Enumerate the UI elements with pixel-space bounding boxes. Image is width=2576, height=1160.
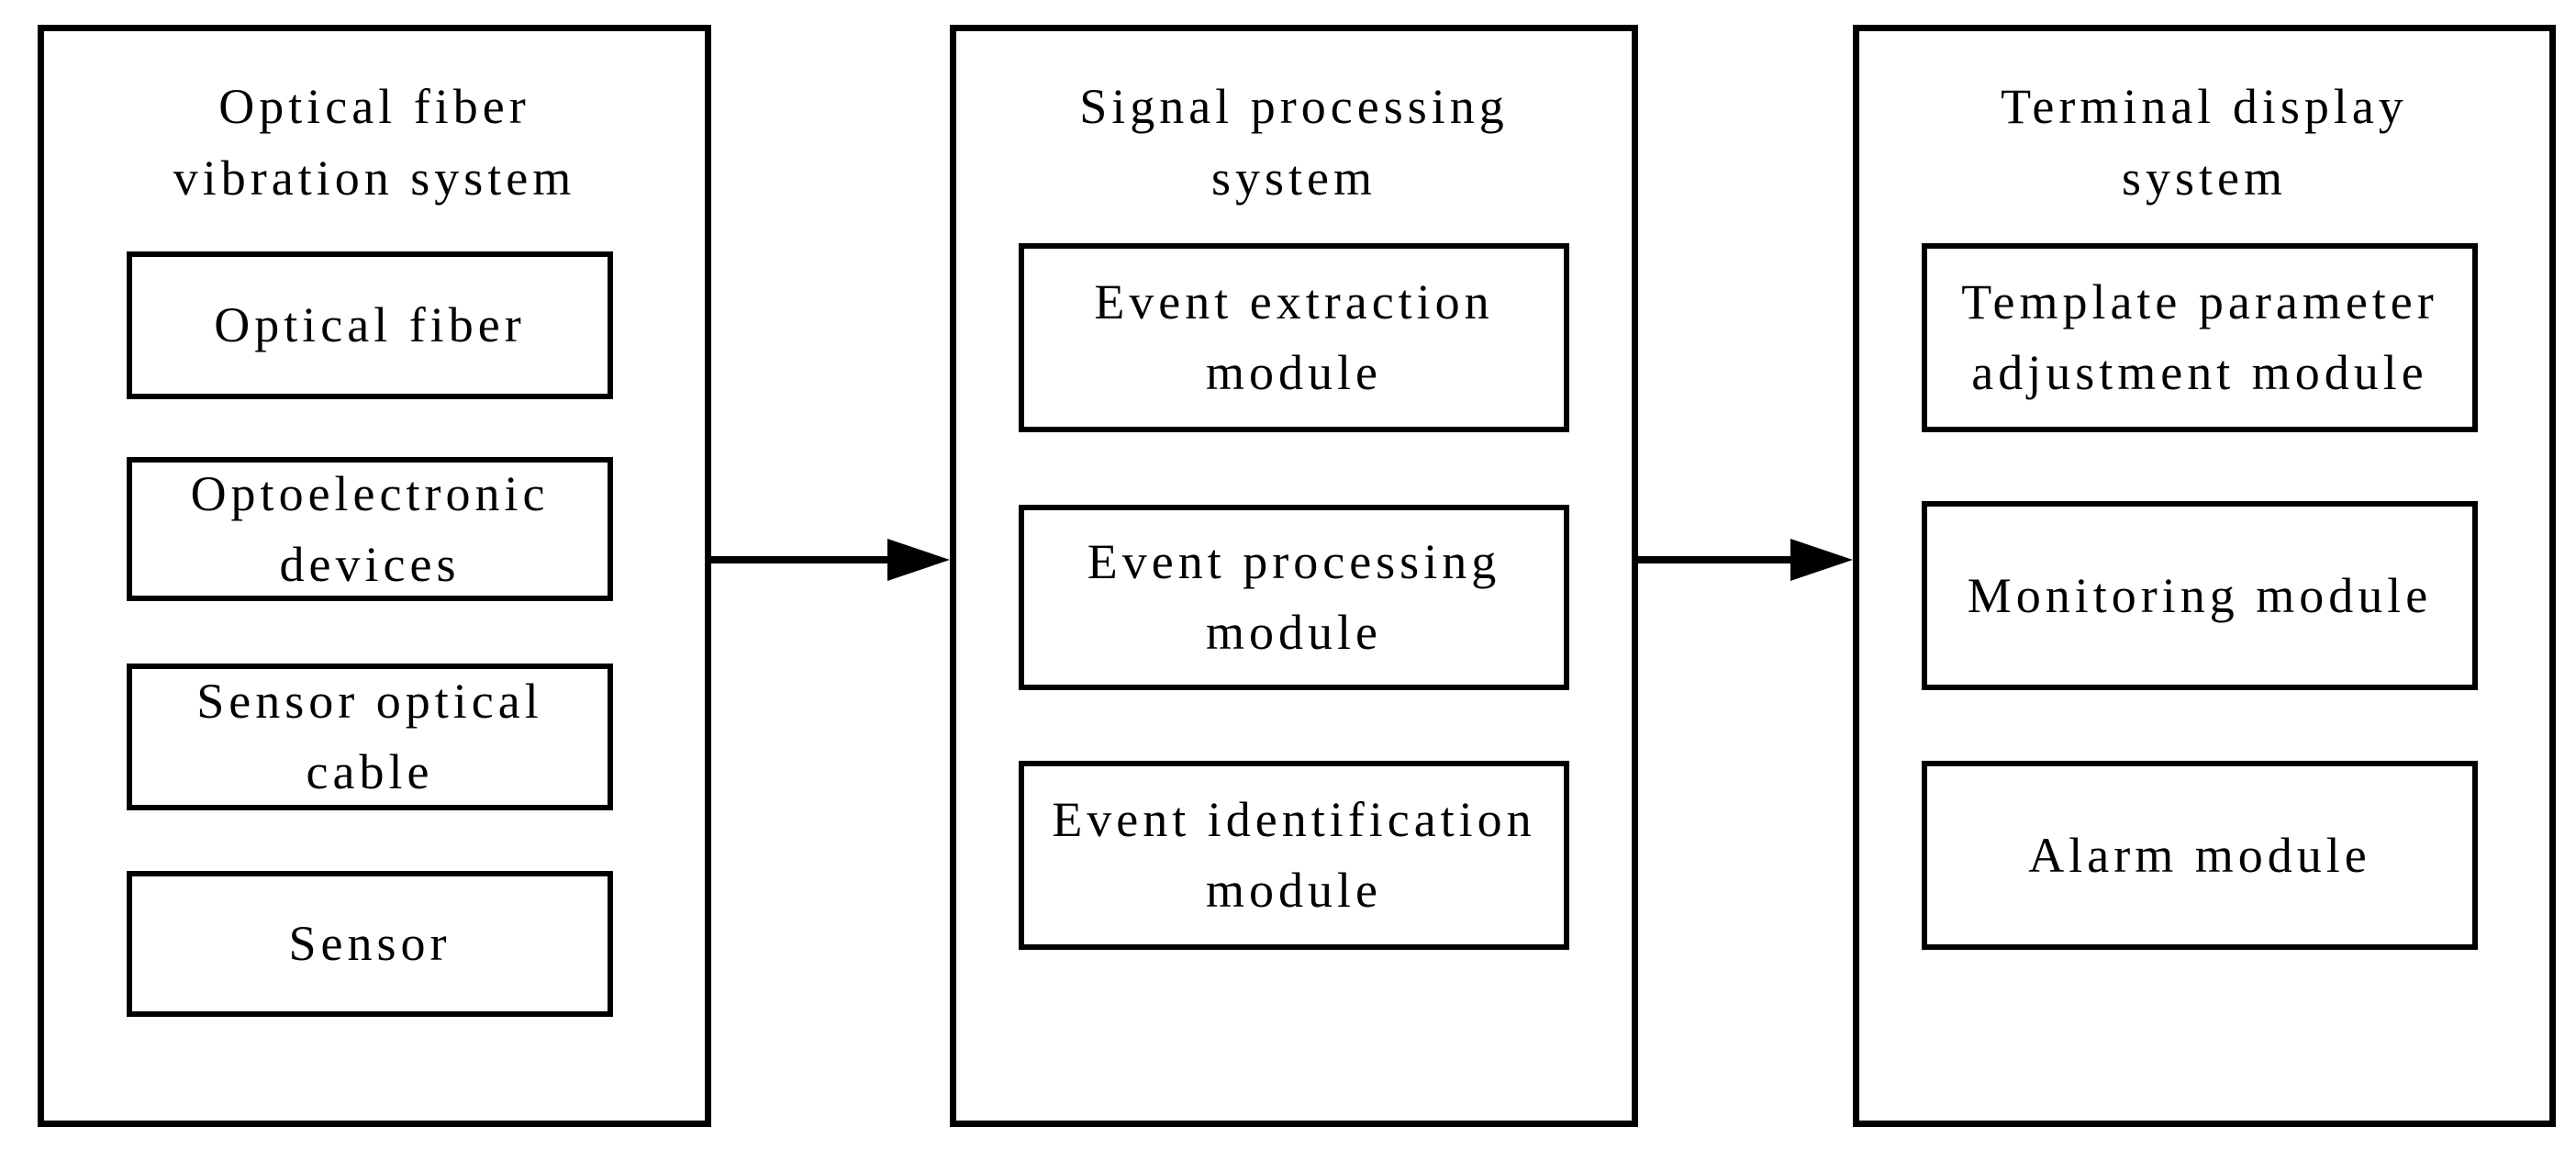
box-optoelectronic-devices: Optoelectronic devices <box>127 457 613 601</box>
arrow-shaft <box>711 556 893 563</box>
arrowhead-right-icon <box>1790 539 1853 581</box>
box-alarm-module: Alarm module <box>1922 761 2478 950</box>
box-template-parameter-adjustment-module: Template parameter adjustment module <box>1922 243 2478 432</box>
box-event-identification-module: Event identification module <box>1019 761 1569 950</box>
label-alarm-module: Alarm module <box>2028 827 2371 883</box>
arrow-optical-to-signal <box>711 539 950 581</box>
label-event-extraction-module: Event extraction module <box>1094 274 1494 400</box>
title-signal-processing-system: Signal processing system <box>1079 79 1509 206</box>
label-event-identification-module: Event identification module <box>1052 792 1536 918</box>
label-monitoring-module: Monitoring module <box>1967 567 2433 623</box>
arrow-signal-to-terminal <box>1638 539 1853 581</box>
box-terminal-display-system: Terminal display system Template paramet… <box>1853 25 2556 1127</box>
label-event-processing-module: Event processing module <box>1087 534 1501 660</box>
box-sensor: Sensor <box>127 871 613 1017</box>
label-sensor-optical-cable: Sensor optical cable <box>196 674 543 799</box>
label-sensor: Sensor <box>288 916 452 971</box>
label-optical-fiber: Optical fiber <box>214 297 526 352</box>
title-terminal-display-system: Terminal display system <box>2001 79 2408 206</box>
label-template-parameter-adjustment-module: Template parameter adjustment module <box>1961 274 2438 400</box>
label-optoelectronic-devices: Optoelectronic devices <box>190 465 550 592</box>
box-signal-processing-system: Signal processing system Event extractio… <box>950 25 1638 1127</box>
title-optical-fiber-vibration-system: Optical fiber vibration system <box>173 79 576 206</box>
arrow-shaft <box>1638 556 1796 563</box>
arrowhead-right-icon <box>887 539 950 581</box>
box-event-processing-module: Event processing module <box>1019 505 1569 690</box>
box-optical-fiber: Optical fiber <box>127 251 613 399</box>
box-optical-fiber-vibration-system: Optical fiber vibration system Optical f… <box>38 25 711 1127</box>
box-monitoring-module: Monitoring module <box>1922 501 2478 690</box>
box-sensor-optical-cable: Sensor optical cable <box>127 664 613 810</box>
box-event-extraction-module: Event extraction module <box>1019 243 1569 432</box>
